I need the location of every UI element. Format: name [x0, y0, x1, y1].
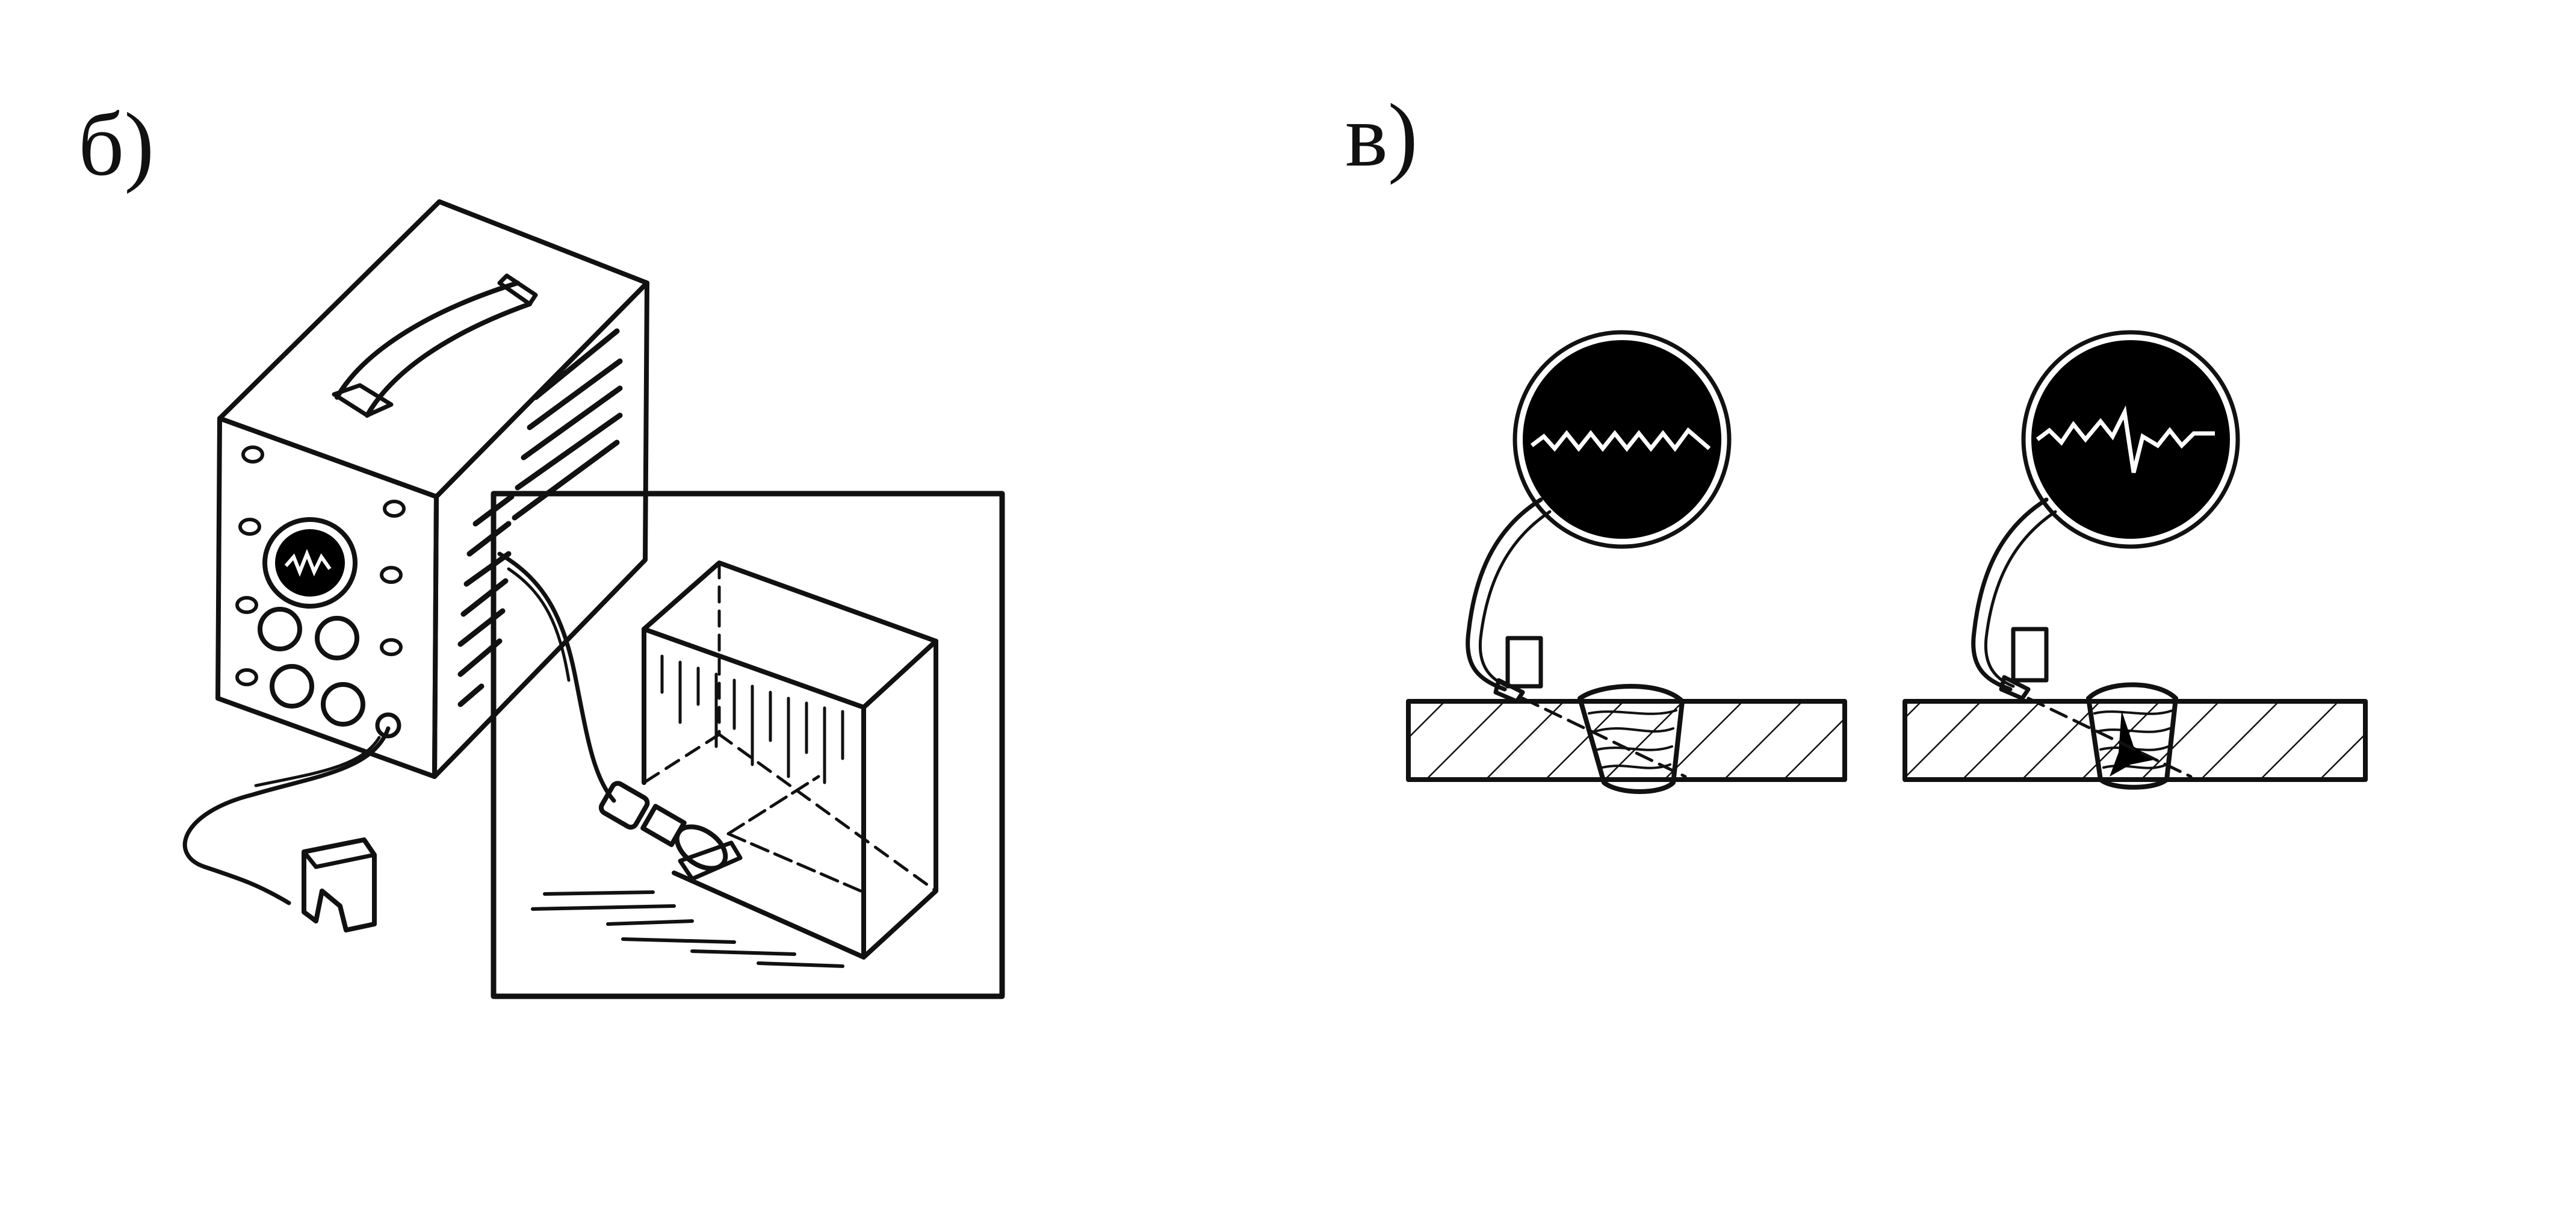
knob-icon — [258, 607, 302, 651]
probe-sound-icon — [1493, 636, 1543, 704]
probe-cable — [182, 726, 391, 905]
device-side-face — [432, 281, 649, 779]
probe-block-icon — [302, 837, 377, 932]
weld-case-defect — [1903, 330, 2368, 790]
screw-icon — [235, 668, 258, 686]
screw-icon — [380, 566, 403, 584]
beam-defect — [2026, 697, 2193, 778]
oscilloscope-screen-sound — [1512, 330, 1732, 549]
screw-icon — [238, 518, 261, 536]
inset-frame — [491, 491, 1005, 999]
device-screen — [262, 517, 358, 609]
knob-icon — [321, 682, 365, 727]
inset-cable — [497, 551, 616, 803]
floor-strokes — [531, 890, 844, 968]
knob-icon — [315, 616, 359, 660]
screw-icon — [241, 445, 264, 464]
screw-icon — [235, 596, 258, 614]
probe-defect-icon — [1999, 627, 2049, 701]
beam-sound — [1521, 697, 1687, 778]
weld-case-sound — [1406, 330, 1847, 794]
panel-label-v: в) — [1345, 85, 1418, 185]
flaw-detector-device — [182, 199, 649, 932]
screw-icon — [383, 500, 406, 518]
weld-bead-defect — [2086, 682, 2178, 790]
knob-icon — [270, 664, 314, 709]
probe-transducer-icon — [598, 781, 743, 881]
panel-label-b: б) — [78, 95, 155, 194]
jack-icon — [375, 712, 401, 739]
oscilloscope-screen-defect — [2021, 330, 2240, 549]
cable-sound — [1466, 497, 1543, 692]
handle-icon — [332, 273, 538, 418]
cooling-slots — [457, 328, 623, 707]
weld-defect-icon — [2110, 710, 2155, 777]
screw-icon — [380, 638, 403, 656]
device-controls — [235, 445, 406, 739]
cable-defect — [1971, 497, 2049, 692]
test-block — [642, 560, 938, 960]
